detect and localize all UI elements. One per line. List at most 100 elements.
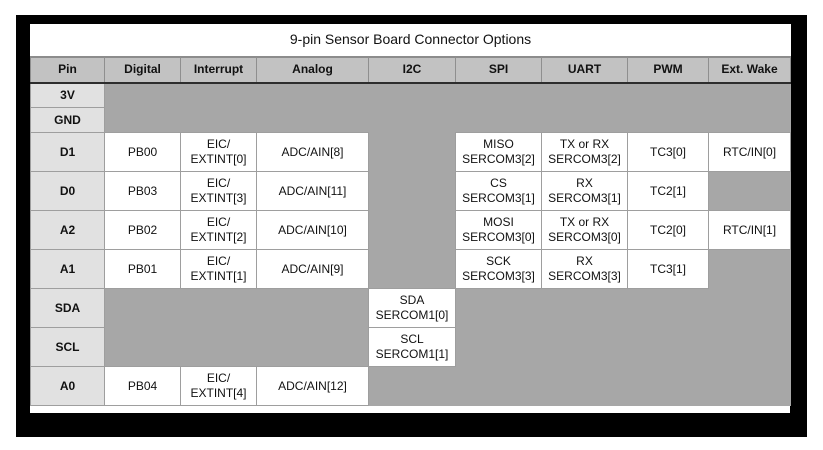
table-cell bbox=[627, 288, 709, 328]
pin-cell: D1 bbox=[30, 132, 105, 172]
pin-cell: A0 bbox=[30, 366, 105, 406]
table-cell: ADC/AIN[8] bbox=[256, 132, 369, 172]
table-title: 9-pin Sensor Board Connector Options bbox=[30, 24, 791, 57]
pin-cell: GND bbox=[30, 107, 105, 133]
column-header-analog: Analog bbox=[256, 57, 369, 84]
table-sheet: 9-pin Sensor Board Connector Options Pin… bbox=[30, 24, 791, 413]
table-cell: EIC/ EXTINT[2] bbox=[180, 210, 257, 250]
table-cell: TC3[1] bbox=[627, 249, 709, 289]
table-cell: RTC/IN[1] bbox=[708, 210, 791, 250]
table-cell bbox=[541, 366, 628, 406]
table-cell bbox=[256, 327, 369, 367]
table-cell: ADC/AIN[11] bbox=[256, 171, 369, 211]
table-cell bbox=[455, 82, 542, 108]
table-cell bbox=[627, 82, 709, 108]
table-cell: MISO SERCOM3[2] bbox=[455, 132, 542, 172]
table-cell: ADC/AIN[10] bbox=[256, 210, 369, 250]
table-cell bbox=[180, 288, 257, 328]
table-cell bbox=[368, 366, 456, 406]
table-cell bbox=[708, 288, 791, 328]
connector-options-table: 9-pin Sensor Board Connector Options Pin… bbox=[30, 24, 791, 406]
table-cell: RTC/IN[0] bbox=[708, 132, 791, 172]
table-cell: TX or RX SERCOM3[0] bbox=[541, 210, 628, 250]
pin-cell: D0 bbox=[30, 171, 105, 211]
table-cell bbox=[627, 366, 709, 406]
pin-cell: SDA bbox=[30, 288, 105, 328]
table-cell bbox=[368, 171, 456, 211]
table-cell bbox=[180, 327, 257, 367]
table-row-gnd: GND bbox=[30, 107, 791, 133]
pin-cell: 3V bbox=[30, 82, 105, 108]
column-header-i2c: I2C bbox=[368, 57, 456, 84]
table-cell: PB03 bbox=[104, 171, 181, 211]
table-cell: TC2[1] bbox=[627, 171, 709, 211]
table-cell bbox=[368, 132, 456, 172]
pin-cell: A1 bbox=[30, 249, 105, 289]
table-row-a0: A0 PB04 EIC/ EXTINT[4] ADC/AIN[12] bbox=[30, 366, 791, 406]
table-cell bbox=[541, 288, 628, 328]
table-cell: TC3[0] bbox=[627, 132, 709, 172]
table-row-d0: D0 PB03 EIC/ EXTINT[3] ADC/AIN[11] CS SE… bbox=[30, 171, 791, 211]
table-cell bbox=[708, 82, 791, 108]
table-cell: MOSI SERCOM3[0] bbox=[455, 210, 542, 250]
table-cell bbox=[455, 327, 542, 367]
table-cell bbox=[256, 107, 369, 133]
table-cell bbox=[180, 82, 257, 108]
table-cell bbox=[455, 366, 542, 406]
black-frame: 9-pin Sensor Board Connector Options Pin… bbox=[16, 15, 807, 437]
table-cell bbox=[368, 82, 456, 108]
table-cell bbox=[627, 107, 709, 133]
table-cell bbox=[104, 288, 181, 328]
table-cell bbox=[541, 327, 628, 367]
table-cell: PB00 bbox=[104, 132, 181, 172]
table-cell: SCK SERCOM3[3] bbox=[455, 249, 542, 289]
table-cell bbox=[627, 327, 709, 367]
table-cell bbox=[368, 249, 456, 289]
table-cell: SCL SERCOM1[1] bbox=[368, 327, 456, 367]
table-row-a1: A1 PB01 EIC/ EXTINT[1] ADC/AIN[9] SCK SE… bbox=[30, 249, 791, 289]
table-cell bbox=[708, 366, 791, 406]
table-cell: RX SERCOM3[3] bbox=[541, 249, 628, 289]
table-cell bbox=[708, 327, 791, 367]
table-cell bbox=[541, 107, 628, 133]
table-cell bbox=[455, 107, 542, 133]
table-row-a2: A2 PB02 EIC/ EXTINT[2] ADC/AIN[10] MOSI … bbox=[30, 210, 791, 250]
table-cell bbox=[368, 210, 456, 250]
table-cell: ADC/AIN[12] bbox=[256, 366, 369, 406]
table-cell bbox=[541, 82, 628, 108]
table-cell: EIC/ EXTINT[4] bbox=[180, 366, 257, 406]
table-cell: EIC/ EXTINT[1] bbox=[180, 249, 257, 289]
column-header-uart: UART bbox=[541, 57, 628, 84]
table-cell: TX or RX SERCOM3[2] bbox=[541, 132, 628, 172]
table-cell: PB04 bbox=[104, 366, 181, 406]
table-row-scl: SCL SCL SERCOM1[1] bbox=[30, 327, 791, 367]
table-cell bbox=[708, 249, 791, 289]
table-row-sda: SDA SDA SERCOM1[0] bbox=[30, 288, 791, 328]
table-cell bbox=[104, 327, 181, 367]
pin-cell: A2 bbox=[30, 210, 105, 250]
table-cell: RX SERCOM3[1] bbox=[541, 171, 628, 211]
table-row-3v: 3V bbox=[30, 82, 791, 108]
table-cell bbox=[180, 107, 257, 133]
table-cell: ADC/AIN[9] bbox=[256, 249, 369, 289]
table-cell: EIC/ EXTINT[3] bbox=[180, 171, 257, 211]
table-cell bbox=[256, 82, 369, 108]
table-cell bbox=[708, 107, 791, 133]
table-row-d1: D1 PB00 EIC/ EXTINT[0] ADC/AIN[8] MISO S… bbox=[30, 132, 791, 172]
column-header-ext-wake: Ext. Wake bbox=[708, 57, 791, 84]
table-cell bbox=[455, 288, 542, 328]
table-cell bbox=[104, 107, 181, 133]
table-cell: SDA SERCOM1[0] bbox=[368, 288, 456, 328]
column-header-spi: SPI bbox=[455, 57, 542, 84]
column-header-pwm: PWM bbox=[627, 57, 709, 84]
table-header-row: Pin Digital Interrupt Analog I2C SPI UAR… bbox=[30, 57, 791, 84]
table-cell: PB01 bbox=[104, 249, 181, 289]
table-cell bbox=[256, 288, 369, 328]
table-cell: PB02 bbox=[104, 210, 181, 250]
table-cell bbox=[708, 171, 791, 211]
table-cell bbox=[368, 107, 456, 133]
pin-cell: SCL bbox=[30, 327, 105, 367]
column-header-interrupt: Interrupt bbox=[180, 57, 257, 84]
table-cell: EIC/ EXTINT[0] bbox=[180, 132, 257, 172]
table-cell bbox=[104, 82, 181, 108]
